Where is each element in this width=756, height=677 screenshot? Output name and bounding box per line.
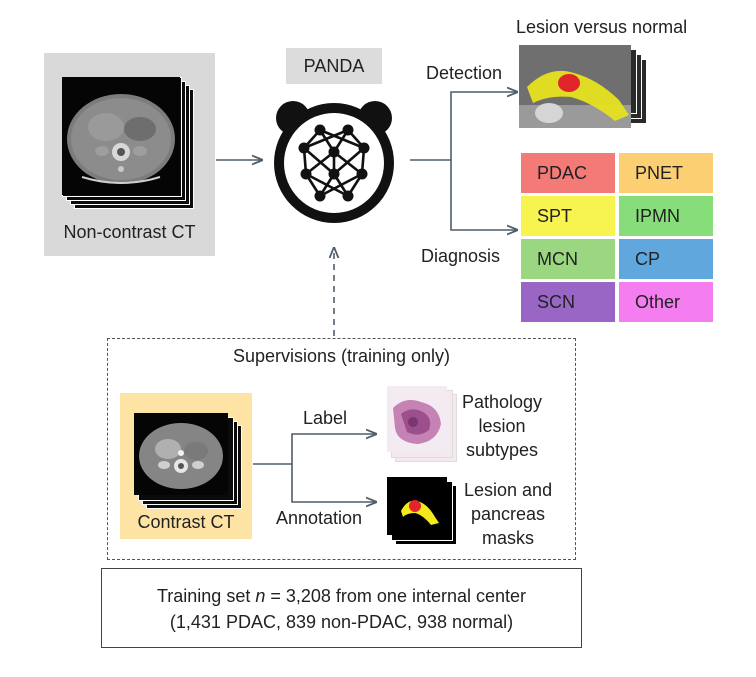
detection-ct-overlay	[519, 45, 631, 128]
pathology-text: Pathology lesion subtypes	[462, 390, 542, 462]
training-suffix: = 3,208 from one internal center	[265, 586, 527, 606]
training-prefix: Training set	[156, 586, 256, 606]
class-spt: SPT	[521, 196, 615, 236]
contrast-ct-scan	[134, 413, 228, 495]
detection-label: Detection	[426, 63, 503, 83]
detection-arrow	[450, 92, 517, 160]
class-mcn: MCN	[521, 239, 615, 279]
mask-text: Lesion and pancreas masks	[464, 478, 552, 550]
pathology-line-2: lesion	[478, 416, 526, 436]
pathology-line-3: subtypes	[466, 440, 539, 460]
diagnosis-label: Diagnosis	[421, 246, 501, 266]
mask-line-3: masks	[482, 528, 535, 548]
supervision-box	[107, 338, 576, 560]
lesion-pancreas-mask	[387, 477, 447, 535]
class-pnet: PNET	[619, 153, 713, 193]
training-set-line-1: Training set n = 3,208 from one internal…	[101, 583, 582, 609]
class-cp: CP	[619, 239, 713, 279]
annotation-arrow	[291, 464, 376, 502]
pathology-line-1: Pathology	[462, 392, 543, 412]
class-ipmn: IPMN	[619, 196, 713, 236]
class-scn: SCN	[521, 282, 615, 322]
training-n-symbol: n	[255, 586, 266, 606]
annotation-edge-text: Annotation	[276, 508, 363, 528]
class-pdac: PDAC	[521, 153, 615, 193]
diagnosis-arrow	[450, 160, 517, 230]
training-set-text: Training set n = 3,208 from one internal…	[101, 583, 582, 635]
pathology-slide	[387, 386, 447, 452]
supervision-title: Supervisions (training only)	[232, 346, 451, 366]
panda-title: PANDA	[286, 48, 382, 84]
mask-line-1: Lesion and	[464, 480, 553, 500]
label-edge-text: Label	[303, 408, 348, 428]
mask-line-2: pancreas	[471, 504, 546, 524]
non-contrast-ct-label: Non-contrast CT	[63, 222, 196, 242]
contrast-ct-label: Contrast CT	[137, 512, 235, 532]
label-arrow	[291, 434, 376, 464]
non-contrast-ct-scan	[62, 77, 180, 195]
lesion-versus-normal-title: Lesion versus normal	[516, 17, 688, 37]
class-other: Other	[619, 282, 713, 322]
training-set-line-2: (1,431 PDAC, 839 non-PDAC, 938 normal)	[169, 612, 514, 632]
panda-network-icon	[274, 101, 394, 223]
training-set-box	[101, 568, 582, 648]
